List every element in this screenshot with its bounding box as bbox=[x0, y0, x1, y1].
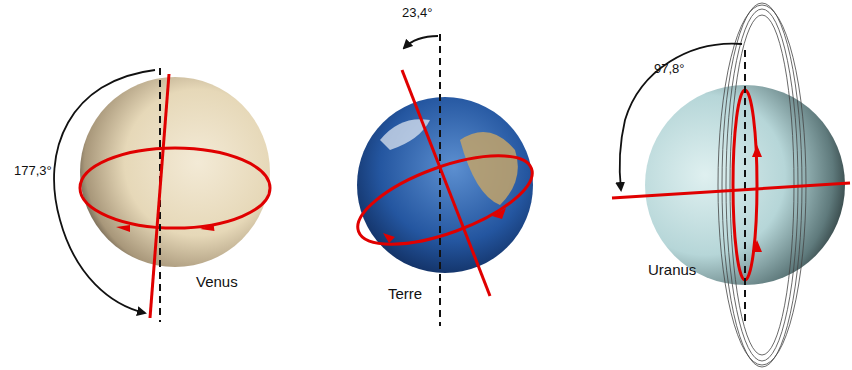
planet-name: Venus bbox=[196, 274, 238, 291]
angle-label: 97,8° bbox=[654, 62, 685, 76]
planet-name: Uranus bbox=[648, 262, 696, 279]
angle-label: 23,4° bbox=[402, 6, 433, 20]
planet-name: Terre bbox=[388, 286, 422, 303]
angle-label: 177,3° bbox=[14, 164, 52, 178]
